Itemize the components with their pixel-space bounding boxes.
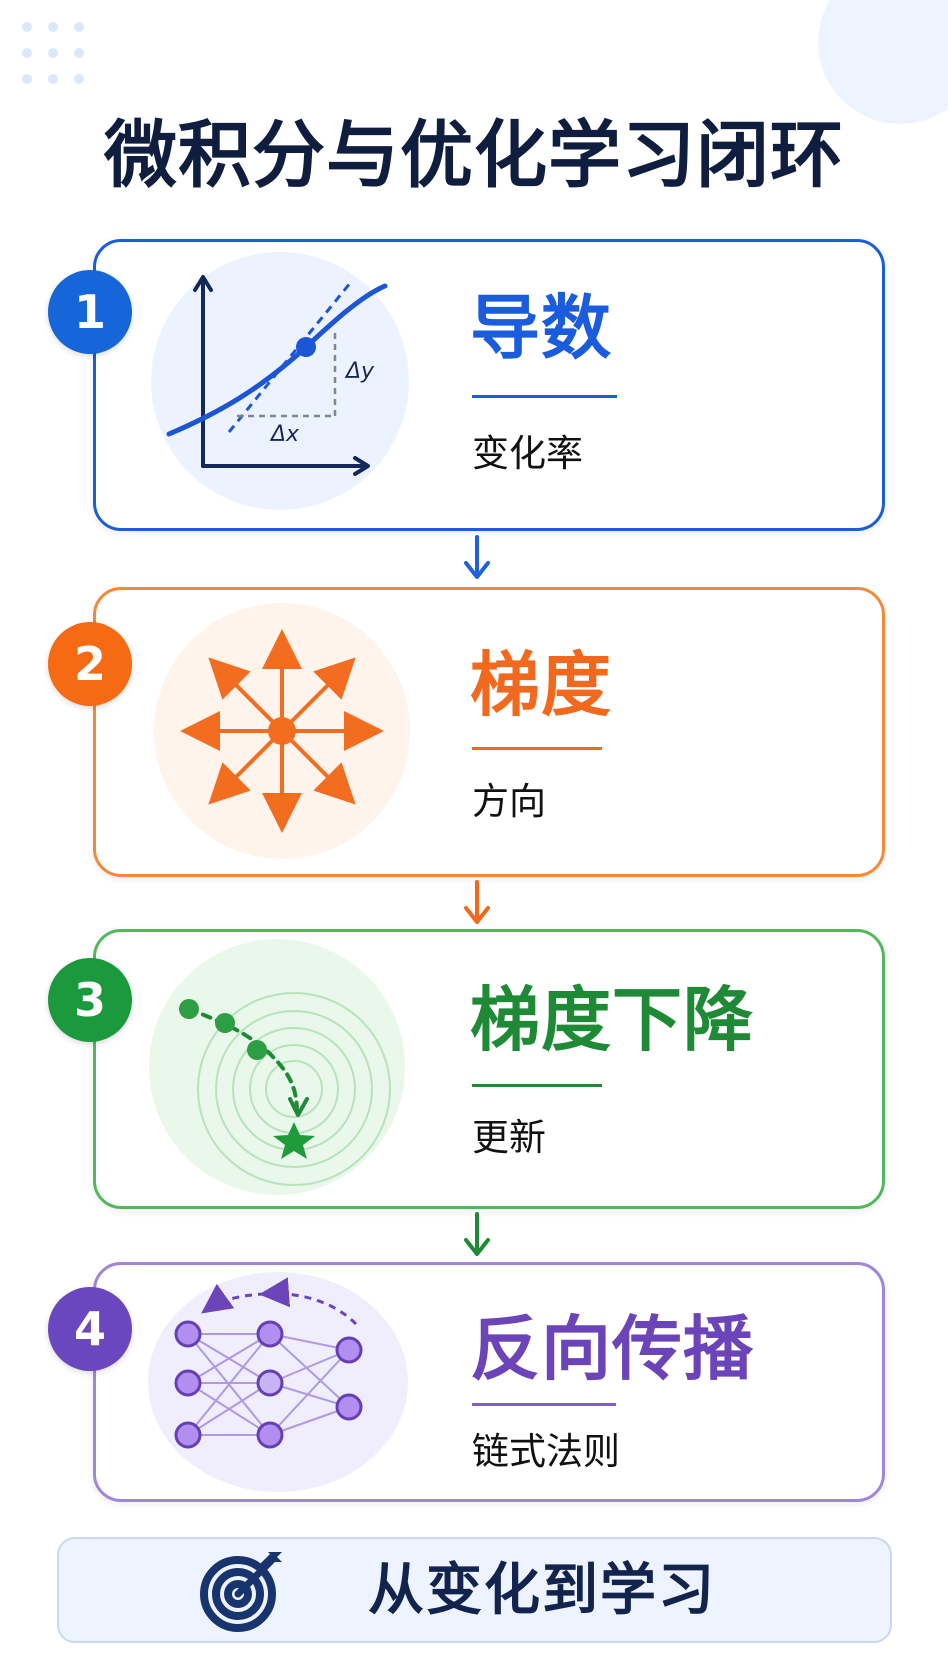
descent-point (247, 1040, 267, 1060)
step-2-subtitle: 方向 (472, 780, 546, 823)
descent-path-icon (149, 939, 405, 1195)
step-2-title: 梯度 (470, 644, 612, 726)
summary-panel (57, 1537, 892, 1643)
dot (74, 22, 84, 32)
down-arrow-icon (464, 535, 490, 579)
step-4-title: 反向传播 (470, 1308, 754, 1390)
dot (22, 22, 32, 32)
corner-circle (818, 0, 948, 124)
star-icon (273, 1122, 315, 1159)
step-3-number-badge: 3 (48, 958, 132, 1042)
step-3-title: 梯度下降 (470, 979, 754, 1061)
descent-point (215, 1013, 235, 1033)
dot (74, 48, 84, 58)
descent-arrow (288, 1097, 309, 1117)
gradient-arrows-icon (154, 603, 410, 859)
dot (74, 74, 84, 84)
descent-path (187, 1007, 299, 1115)
delta-y-label: Δy (344, 359, 375, 384)
step-4-underline (472, 1403, 616, 1406)
step-1-underline (472, 395, 617, 398)
down-arrow-icon (464, 880, 490, 924)
step-2-number-badge: 2 (48, 622, 132, 706)
descent-point (179, 999, 199, 1019)
tangent-line (227, 281, 353, 433)
target-icon (200, 1552, 282, 1632)
step-3-underline (472, 1084, 602, 1087)
dot (48, 74, 58, 84)
summary-text: 从变化到学习 (368, 1558, 716, 1623)
dot (48, 48, 58, 58)
step-4-number-badge: 4 (48, 1287, 132, 1371)
backprop-arrow-left (201, 1283, 266, 1314)
tangent-graph-icon: Δy Δx (151, 252, 409, 510)
step-1-subtitle: 变化率 (472, 432, 583, 475)
step-1-number-badge: 1 (48, 270, 132, 354)
neural-network-icon (148, 1272, 408, 1492)
network-links (187, 1333, 350, 1436)
dot (22, 74, 32, 84)
step-1-title: 导数 (470, 287, 612, 369)
gradient-arrows (180, 629, 384, 833)
step-4-subtitle: 链式法则 (472, 1430, 620, 1473)
step-2-underline (472, 747, 602, 750)
descent-path-svg (179, 992, 391, 1186)
delta-x-label: Δx (269, 422, 300, 447)
network-nodes (174, 1320, 363, 1449)
decorative-dots (22, 22, 86, 86)
tangent-point (296, 337, 316, 357)
backprop-arrow-right (259, 1277, 358, 1326)
y-axis-arrow (193, 275, 213, 292)
page-title: 微积分与优化学习闭环 (104, 113, 844, 198)
tangent-graph-svg: Δy Δx (166, 275, 388, 476)
step-3-subtitle: 更新 (472, 1116, 546, 1159)
x-axis-arrow (353, 456, 370, 476)
gradient-arrows-svg (180, 629, 384, 833)
down-arrow-icon (464, 1212, 490, 1256)
gradient-center (268, 717, 296, 745)
dot (48, 22, 58, 32)
neural-network-svg (174, 1277, 363, 1449)
dot (22, 48, 32, 58)
